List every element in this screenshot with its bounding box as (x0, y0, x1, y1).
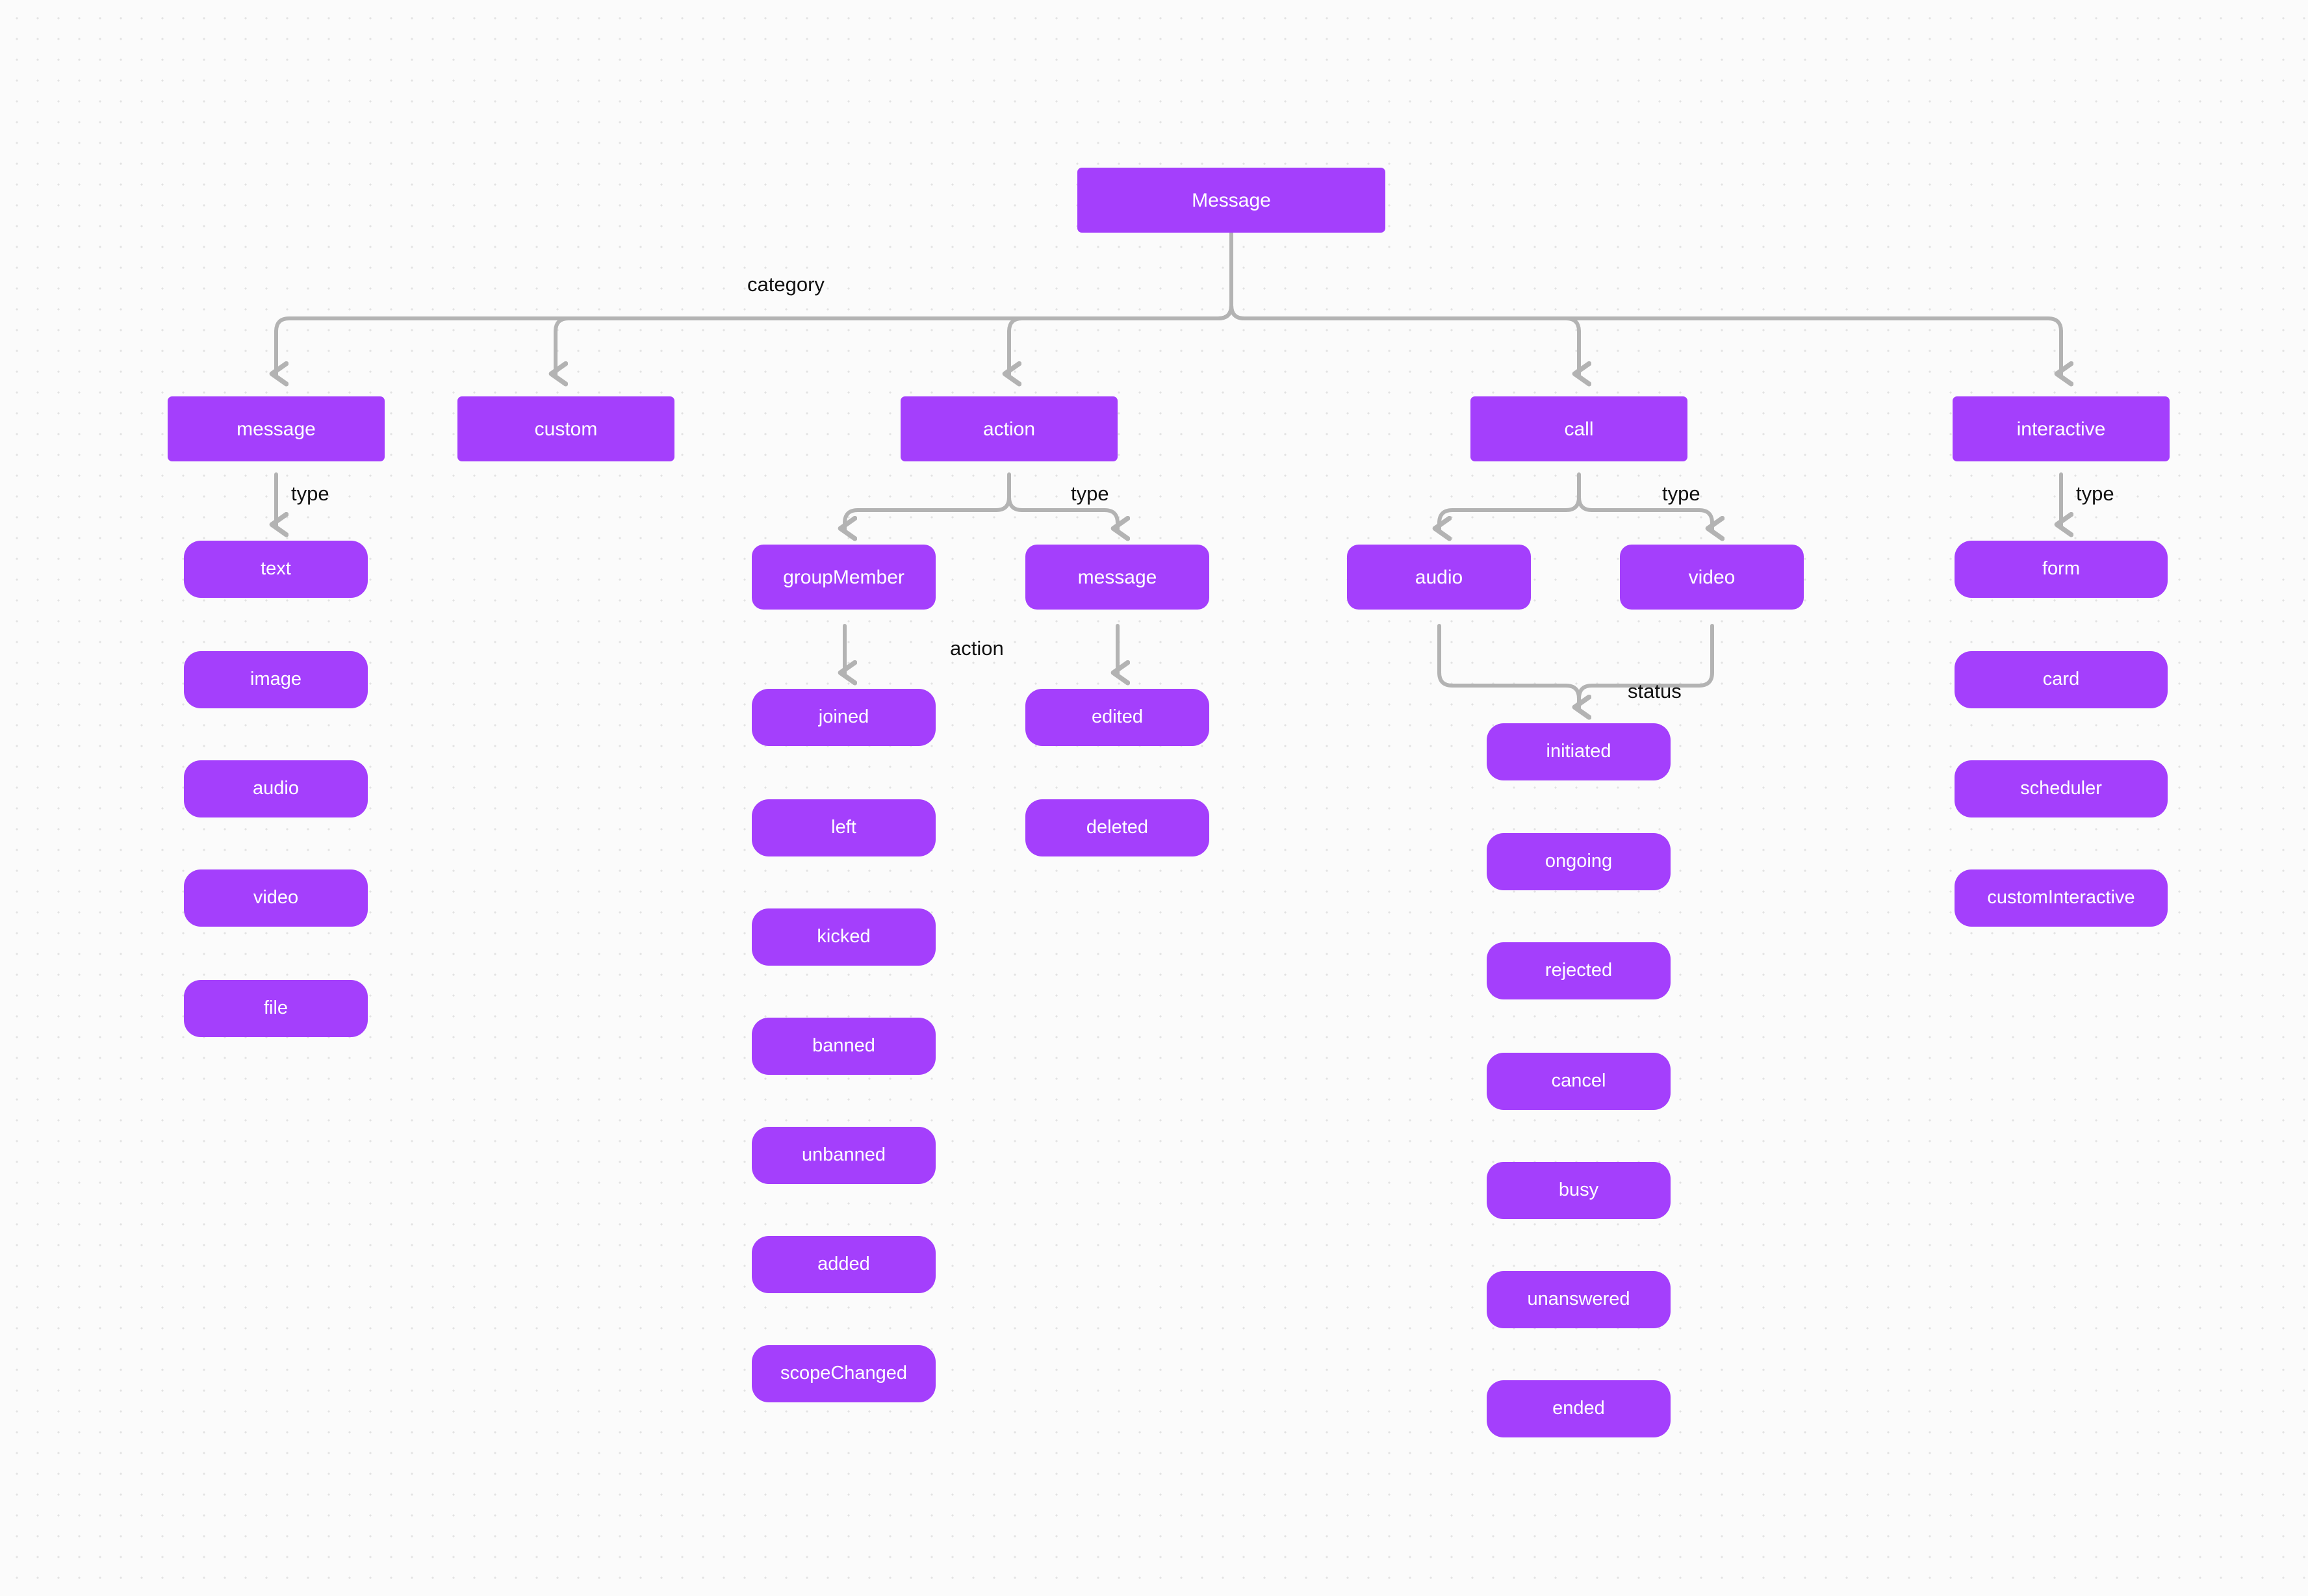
node-label: cancel (1551, 1070, 1606, 1092)
node-interactive-type-card[interactable]: card (1955, 651, 2168, 708)
node-label: message (1077, 566, 1157, 588)
node-label: busy (1558, 1179, 1599, 1201)
node-interactive-type-scheduler[interactable]: scheduler (1955, 760, 2168, 817)
node-interactive-type-form[interactable]: form (1955, 541, 2168, 598)
node-label: initiated (1546, 741, 1611, 762)
node-label: audio (253, 778, 299, 799)
node-message-type-audio[interactable]: audio (184, 760, 368, 817)
node-label: audio (1415, 566, 1463, 588)
node-call-status-initiated[interactable]: initiated (1487, 723, 1671, 780)
node-label: left (831, 817, 856, 838)
node-label: joined (818, 706, 869, 728)
node-call-status-unanswered[interactable]: unanswered (1487, 1271, 1671, 1328)
node-label: ended (1552, 1398, 1605, 1419)
node-message-type-video[interactable]: video (184, 869, 368, 927)
edge-label-type-message: type (291, 482, 329, 505)
node-label: unanswered (1527, 1289, 1630, 1310)
node-label: interactive (2016, 418, 2106, 440)
node-call-status-ended[interactable]: ended (1487, 1380, 1671, 1437)
node-label: file (263, 997, 288, 1019)
node-label: customInteractive (1987, 887, 2135, 908)
node-call-status-busy[interactable]: busy (1487, 1162, 1671, 1219)
node-label: kicked (817, 926, 871, 947)
node-label: call (1564, 418, 1594, 440)
edge-label-status: status (1628, 680, 1682, 702)
node-groupmember-action-left[interactable]: left (752, 799, 936, 856)
node-root-message[interactable]: Message (1077, 168, 1385, 233)
node-groupmember-action-joined[interactable]: joined (752, 689, 936, 746)
node-label: ongoing (1545, 851, 1613, 872)
edge-label-type-action: type (1071, 482, 1109, 505)
node-message-action-edited[interactable]: edited (1025, 689, 1209, 746)
node-label: action (982, 418, 1036, 440)
node-call-type-video[interactable]: video (1620, 545, 1804, 610)
node-call-status-cancel[interactable]: cancel (1487, 1053, 1671, 1110)
node-groupmember-action-added[interactable]: added (752, 1236, 936, 1293)
node-label: video (1688, 566, 1736, 588)
node-call-status-rejected[interactable]: rejected (1487, 942, 1671, 999)
node-category-interactive[interactable]: interactive (1953, 396, 2170, 461)
node-call-status-ongoing[interactable]: ongoing (1487, 833, 1671, 890)
node-action-subtype-message[interactable]: message (1025, 545, 1209, 610)
node-interactive-type-custominteractive[interactable]: customInteractive (1955, 869, 2168, 927)
node-label: added (817, 1254, 870, 1275)
node-label: video (253, 887, 299, 908)
node-label: Message (1192, 189, 1271, 211)
node-groupmember-action-unbanned[interactable]: unbanned (752, 1127, 936, 1184)
node-label: scopeChanged (780, 1363, 908, 1384)
node-category-message[interactable]: message (168, 396, 385, 461)
node-groupmember-action-scopechanged[interactable]: scopeChanged (752, 1345, 936, 1402)
node-label: rejected (1545, 960, 1613, 981)
node-action-subtype-groupmember[interactable]: groupMember (752, 545, 936, 610)
node-label: card (2042, 669, 2080, 690)
node-label: custom (534, 418, 598, 440)
node-category-custom[interactable]: custom (457, 396, 674, 461)
node-message-type-file[interactable]: file (184, 980, 368, 1037)
node-message-type-text[interactable]: text (184, 541, 368, 598)
node-call-type-audio[interactable]: audio (1347, 545, 1531, 610)
node-category-action[interactable]: action (901, 396, 1118, 461)
node-message-type-image[interactable]: image (184, 651, 368, 708)
node-groupmember-action-banned[interactable]: banned (752, 1018, 936, 1075)
node-label: edited (1091, 706, 1143, 728)
node-label: unbanned (801, 1144, 886, 1166)
node-label: banned (812, 1035, 875, 1057)
node-label: deleted (1086, 817, 1149, 838)
node-label: image (250, 669, 301, 690)
edge-label-action: action (950, 637, 1004, 660)
node-label: form (2042, 558, 2080, 580)
node-label: scheduler (2020, 778, 2102, 799)
edge-label-type-call: type (1662, 482, 1700, 505)
edge-label-type-interactive: type (2076, 482, 2114, 505)
node-label: text (261, 558, 291, 580)
node-message-action-deleted[interactable]: deleted (1025, 799, 1209, 856)
node-groupmember-action-kicked[interactable]: kicked (752, 908, 936, 966)
edge-label-category: category (747, 273, 825, 296)
node-category-call[interactable]: call (1470, 396, 1687, 461)
node-label: message (237, 418, 316, 440)
node-label: groupMember (783, 566, 904, 588)
